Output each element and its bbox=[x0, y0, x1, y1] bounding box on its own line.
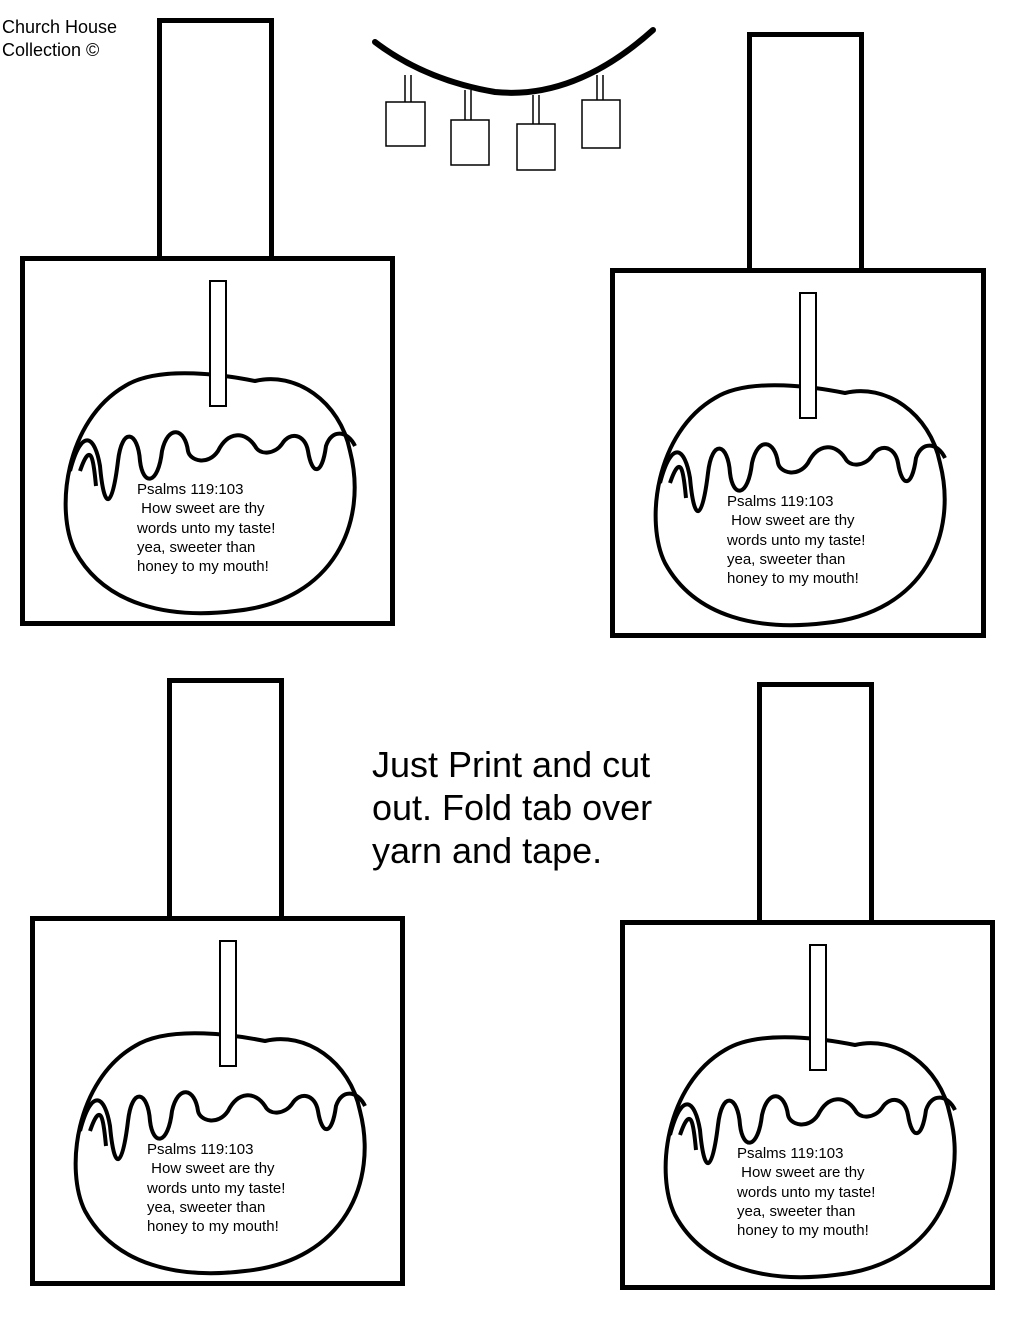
apple-card: Psalms 119:103 How sweet are thy words u… bbox=[610, 268, 986, 638]
candy-apple-icon bbox=[63, 280, 357, 616]
candy-apple-icon bbox=[663, 944, 957, 1280]
apple-card: Psalms 119:103 How sweet are thy words u… bbox=[20, 256, 395, 626]
instructions-text: Just Print and cut out. Fold tab over ya… bbox=[372, 744, 653, 871]
apple-card: Psalms 119:103 How sweet are thy words u… bbox=[620, 920, 995, 1290]
verse-text: Psalms 119:103 How sweet are thy words u… bbox=[737, 1145, 876, 1240]
candy-apple-icon bbox=[73, 940, 367, 1276]
credit-text: Church House Collection © bbox=[2, 17, 118, 60]
verse-text: Psalms 119:103 How sweet are thy words u… bbox=[727, 493, 866, 588]
fold-tab bbox=[167, 678, 284, 922]
apple-card: Psalms 119:103 How sweet are thy words u… bbox=[30, 916, 405, 1286]
fold-tab bbox=[757, 682, 874, 926]
verse-text: Psalms 119:103 How sweet are thy words u… bbox=[137, 481, 276, 576]
candy-apple-icon bbox=[653, 292, 947, 628]
fold-tab bbox=[747, 32, 864, 276]
fold-tab bbox=[157, 18, 274, 262]
garland-illustration bbox=[372, 27, 656, 171]
verse-text: Psalms 119:103 How sweet are thy words u… bbox=[147, 1141, 286, 1236]
